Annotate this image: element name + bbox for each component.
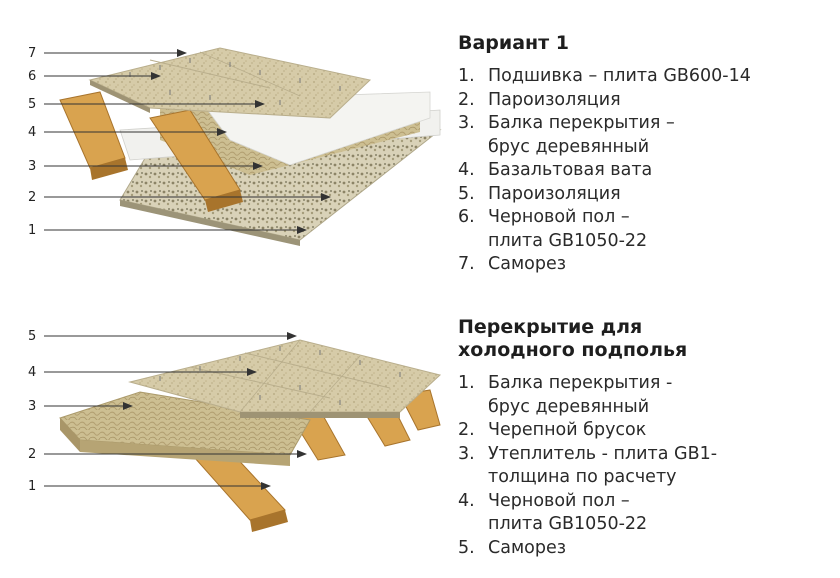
floor-diagrams-svg: 7 6 5 4 3 2 1: [28, 46, 442, 532]
list-item: 5.Саморез: [458, 537, 567, 558]
cold-underfloor-list: 1.Балка перекрытия - брус деревянный 2.Ч…: [458, 372, 828, 560]
callout-5: 5: [28, 97, 36, 112]
beam-end-shape: [90, 158, 128, 180]
list-item: 2.Пароизоляция: [458, 89, 621, 110]
list-item: 3.Балка перекрытия – брус деревянный: [458, 113, 675, 157]
variant1-legend: Вариант 1 1.Подшивка – плита GB600-14 2.…: [458, 32, 828, 277]
callout-1: 1: [28, 223, 36, 238]
list-item: 5.Пароизоляция: [458, 183, 621, 204]
cold-underfloor-legend: Перекрытие для холодного подполья 1.Балк…: [458, 316, 828, 560]
list-item: 4.Базальтовая вата: [458, 160, 653, 180]
ceiling-board-edge: [120, 200, 300, 246]
variant1-callouts: 7 6 5 4 3 2 1: [28, 46, 331, 238]
list-item: 1.Подшивка – плита GB600-14: [458, 66, 751, 86]
list-item: 1.Балка перекрытия - брус деревянный: [458, 373, 673, 417]
list-item: 3.Утеплитель - плита GB1- толщина по рас…: [458, 443, 718, 488]
variant1-diagram: 7 6 5 4 3 2 1: [28, 46, 442, 246]
subfloor-board-shape: [88, 47, 372, 119]
callout-7: 7: [28, 46, 36, 61]
callout-3: 3: [28, 399, 36, 414]
beam-end-shape: [205, 190, 243, 212]
callout-1: 1: [28, 479, 36, 494]
cold-underfloor-callouts: 5 4 3 2 1: [28, 329, 307, 494]
callout-4: 4: [28, 365, 36, 380]
cold-underfloor-diagram: 5 4 3 2 1: [28, 329, 442, 532]
beam-shape: [59, 91, 126, 169]
callout-2: 2: [28, 447, 36, 462]
subfloor-board-shape: [128, 339, 442, 413]
variant1-title: Вариант 1: [458, 32, 570, 54]
list-item: 4.Черновой пол – плита GB1050-22: [458, 490, 648, 535]
list-item: 6.Черновой пол – плита GB1050-22: [458, 207, 648, 251]
callout-5: 5: [28, 329, 36, 344]
callout-3: 3: [28, 159, 36, 174]
callout-4: 4: [28, 125, 36, 140]
list-item: 2.Черепной брусок: [458, 420, 647, 440]
callout-6: 6: [28, 69, 36, 84]
floor-diagrams: 7 6 5 4 3 2 1: [28, 46, 442, 532]
list-item: 7.Саморез: [458, 254, 567, 274]
cold-underfloor-title: Перекрытие для холодного подполья: [458, 316, 688, 361]
variant1-list: 1.Подшивка – плита GB600-14 2.Пароизоляц…: [458, 65, 828, 277]
callout-2: 2: [28, 190, 36, 205]
screws: [129, 58, 341, 105]
screws: [159, 346, 401, 405]
